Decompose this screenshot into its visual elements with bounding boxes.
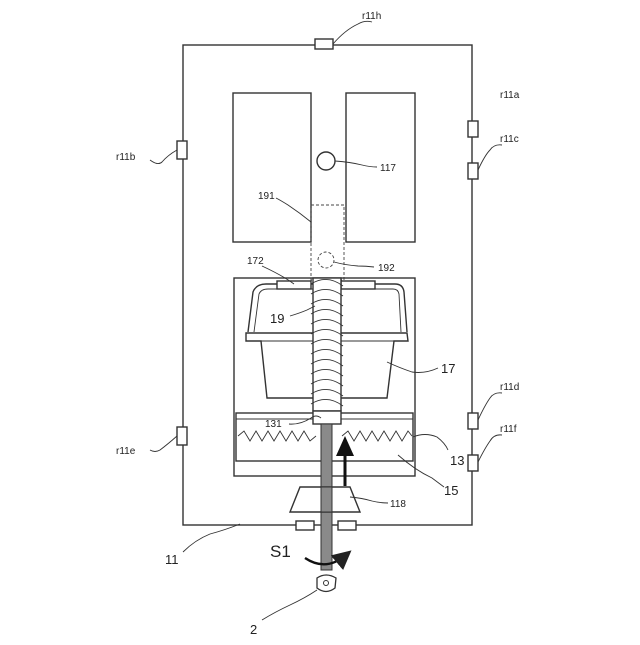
leader-117: [335, 161, 377, 167]
label-13: 13: [450, 453, 464, 468]
label-r11a: r11a: [500, 90, 520, 101]
label-s1: S1: [270, 542, 291, 561]
sensor-pad-r11b: [177, 141, 187, 159]
label-118: 118: [390, 499, 406, 510]
sensor-pad-r11f: [468, 455, 478, 471]
label-r11f: r11f: [500, 424, 517, 435]
leader-r11e: [150, 436, 177, 452]
label-117: 117: [380, 163, 396, 174]
label-172: 172: [247, 256, 264, 267]
sensor-pad-r11c-lower: [468, 163, 478, 179]
leader-r11h: [333, 21, 372, 44]
label-192: 192: [378, 263, 395, 274]
leader-r11b: [150, 150, 177, 164]
leader-13: [413, 435, 448, 451]
key-2: [317, 575, 336, 592]
slot-191: [311, 205, 344, 280]
sensor-pad-r11h: [315, 39, 333, 49]
leader-r11f: [478, 435, 502, 462]
label-r11e: r11e: [116, 446, 136, 457]
leader-11: [183, 524, 240, 552]
label-17: 17: [441, 361, 455, 376]
leader-r11c: [478, 145, 502, 170]
sensor-pad-r11c-upper: [468, 121, 478, 137]
sensor-pad-bottom-right: [338, 521, 356, 530]
upper-block-left: [233, 93, 311, 242]
leader-r11d: [478, 393, 502, 420]
label-191: 191: [258, 191, 275, 202]
leader-19: [290, 306, 315, 316]
label-r11d: r11d: [500, 382, 519, 393]
sensor-pad-bottom-left: [296, 521, 314, 530]
label-r11b: r11b: [116, 152, 136, 163]
label-r11h: r11h: [362, 11, 381, 22]
circle-192: [318, 252, 334, 268]
label-11: 11: [165, 552, 179, 567]
leader-17: [387, 362, 438, 373]
sensor-pad-r11d: [468, 413, 478, 429]
sensor-pad-r11e: [177, 427, 187, 445]
hole-117: [317, 152, 335, 170]
nut-131: [313, 411, 341, 424]
leader-2: [262, 590, 317, 620]
label-19: 19: [270, 311, 284, 326]
leader-191: [276, 198, 311, 222]
label-r11c: r11c: [500, 134, 519, 145]
label-2: 2: [250, 622, 257, 637]
label-15: 15: [444, 483, 458, 498]
leader-192: [334, 262, 374, 267]
bracket-clip-right: [341, 281, 375, 289]
label-131: 131: [265, 419, 282, 430]
bracket-clip-left: [277, 281, 311, 289]
